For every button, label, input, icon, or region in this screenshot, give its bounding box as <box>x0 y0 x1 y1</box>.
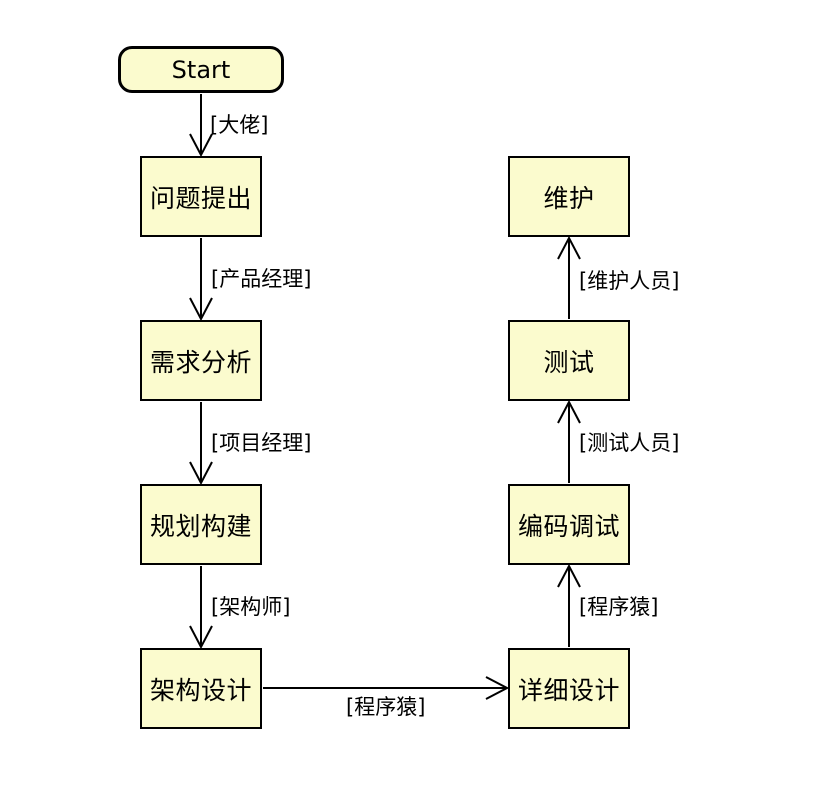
arrowhead-down-icon <box>189 297 213 322</box>
edge-label-detailed-design-coding: [程序猿] <box>579 595 659 619</box>
node-planning: 规划构建 <box>140 484 262 565</box>
arrowhead-up-icon <box>557 563 581 588</box>
node-testing-label: 测试 <box>543 347 595 377</box>
edge-start-to-problem <box>189 94 213 158</box>
edge-label-planning-architecture: [架构师] <box>211 595 291 619</box>
arrowhead-up-icon <box>557 235 581 260</box>
arrowhead-up-icon <box>557 399 581 424</box>
edge-label-start-problem: [大佬] <box>210 113 269 137</box>
node-testing: 测试 <box>508 320 630 401</box>
arrowhead-down-icon <box>189 461 213 486</box>
edge-problem-to-requirements <box>189 238 213 322</box>
edge-label-testing-maintenance: [维护人员] <box>579 269 680 293</box>
node-requirements-label: 需求分析 <box>149 347 252 377</box>
node-problem: 问题提出 <box>140 156 262 237</box>
node-start-label: Start <box>171 55 231 84</box>
edge-label-architecture-detailed-design: [程序猿] <box>346 695 426 719</box>
node-coding-debugging-label: 编码调试 <box>517 511 620 541</box>
edge-coding-debugging-to-testing <box>557 399 581 483</box>
node-maintenance-label: 维护 <box>543 183 595 213</box>
node-architecture-label: 架构设计 <box>149 675 252 705</box>
node-maintenance: 维护 <box>508 156 630 237</box>
edge-planning-to-architecture <box>189 566 213 650</box>
node-problem-label: 问题提出 <box>149 183 252 213</box>
edge-label-problem-requirements: [产品经理] <box>211 267 312 291</box>
node-architecture: 架构设计 <box>140 648 262 729</box>
arrowhead-down-icon <box>189 625 213 650</box>
node-requirements: 需求分析 <box>140 320 262 401</box>
node-start: Start <box>118 46 284 93</box>
node-coding-debugging: 编码调试 <box>508 484 630 565</box>
node-detailed-design-label: 详细设计 <box>517 675 620 705</box>
arrowhead-down-icon <box>189 133 213 158</box>
edge-detailed-design-to-coding-debugging <box>557 563 581 647</box>
edge-label-requirements-planning: [项目经理] <box>211 431 312 455</box>
edge-architecture-to-detailed-design <box>263 676 510 700</box>
edge-testing-to-maintenance <box>557 235 581 319</box>
node-planning-label: 规划构建 <box>149 511 252 541</box>
edge-requirements-to-planning <box>189 402 213 486</box>
node-detailed-design: 详细设计 <box>508 648 630 729</box>
edge-label-coding-testing: [测试人员] <box>579 431 680 455</box>
arrowhead-right-icon <box>485 676 510 700</box>
